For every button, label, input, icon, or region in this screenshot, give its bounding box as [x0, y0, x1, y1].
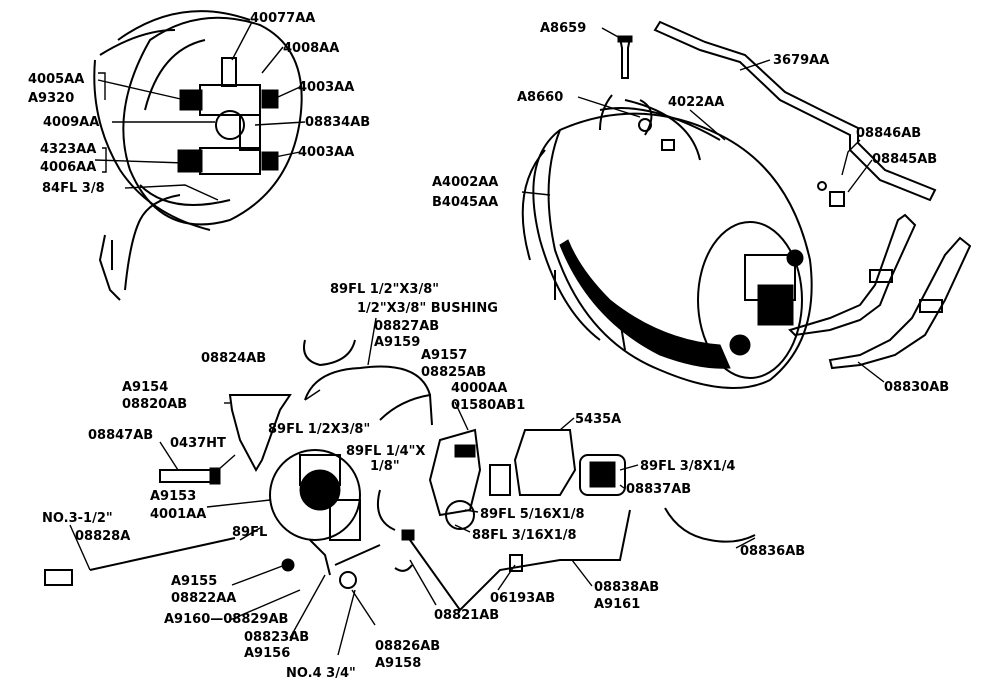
label-08828A: 08828A: [75, 529, 130, 544]
label-A9158: A9158: [375, 656, 421, 671]
label-4000AA: 4000AA: [451, 381, 507, 396]
label-A4002AA: A4002AA: [432, 175, 498, 190]
label-08834AB: 08834AB: [305, 115, 370, 130]
label-08826AB: 08826AB: [375, 639, 440, 654]
label-B4045AA: B4045AA: [432, 195, 498, 210]
label-88FL: 88FL 3/16X1/8: [472, 528, 577, 543]
fuel-system-components: [44, 317, 756, 656]
label-08830AB: 08830AB: [884, 380, 949, 395]
label-4001AA: 4001AA: [150, 507, 206, 522]
label-0437HT: 0437HT: [170, 436, 226, 451]
label-89FL-14x: 89FL 1/4"X: [346, 444, 425, 459]
label-A9320: A9320: [28, 91, 74, 106]
label-A9155: A9155: [171, 574, 217, 589]
label-08820AB: 08820AB: [122, 397, 187, 412]
label-08824AB: 08824AB: [201, 351, 266, 366]
label-A9160-08829AB: A9160—08829AB: [164, 612, 288, 627]
label-4323AA: 4323AA: [40, 142, 96, 157]
label-01580AB1: 01580AB1: [451, 398, 525, 413]
label-08821AB: 08821AB: [434, 608, 499, 623]
tank-end-view: [93, 10, 306, 301]
label-08837AB: 08837AB: [626, 482, 691, 497]
label-3679AA: 3679AA: [773, 53, 829, 68]
main-tank: [521, 20, 972, 389]
label-08822AA: 08822AA: [171, 591, 236, 606]
label-08823AB: 08823AB: [244, 630, 309, 645]
label-89FL-12x38-top: 89FL 1/2"X3/8": [330, 282, 439, 297]
label-84FL: 84FL 3/8: [42, 181, 105, 196]
label-4005AA: 4005AA: [28, 72, 84, 87]
label-4009AA: 4009AA: [43, 115, 99, 130]
label-08847AB: 08847AB: [88, 428, 153, 443]
label-89FL-516x18: 89FL 5/16X1/8: [480, 507, 585, 522]
label-A9159: A9159: [374, 335, 420, 350]
label-08836AB: 08836AB: [740, 544, 805, 559]
label-NO3: NO.3-1/2": [42, 511, 113, 526]
label-A9153: A9153: [150, 489, 196, 504]
label-4022AA: 4022AA: [668, 95, 724, 110]
label-5435A: 5435A: [575, 412, 621, 427]
part-labels: 40077AA 4008AA 4005AA A9320 4003AA 4009A…: [28, 11, 949, 681]
label-06193AB: 06193AB: [490, 591, 555, 606]
label-A9156: A9156: [244, 646, 290, 661]
label-A9161: A9161: [594, 597, 640, 612]
label-08846AB: 08846AB: [856, 126, 921, 141]
label-A8659: A8659: [540, 21, 586, 36]
label-A9154: A9154: [122, 380, 168, 395]
label-bushing: 1/2"X3/8" BUSHING: [357, 301, 498, 316]
label-08838AB: 08838AB: [594, 580, 659, 595]
label-A9157: A9157: [421, 348, 467, 363]
label-A8660: A8660: [517, 90, 563, 105]
label-4006AA: 4006AA: [40, 160, 96, 175]
label-NO4: NO.4 3/4": [286, 666, 356, 681]
label-08827AB: 08827AB: [374, 319, 439, 334]
label-89FL: 89FL: [232, 525, 267, 540]
label-89FL-38x14: 89FL 3/8X1/4: [640, 459, 735, 474]
label-1-8: 1/8": [370, 459, 400, 474]
label-08845AB: 08845AB: [872, 152, 937, 167]
label-08825AB: 08825AB: [421, 365, 486, 380]
label-4003AA-top: 4003AA: [298, 80, 354, 95]
label-89FL-12x38-mid: 89FL 1/2X3/8": [268, 422, 370, 437]
label-4003AA-bot: 4003AA: [298, 145, 354, 160]
label-4008AA: 4008AA: [283, 41, 339, 56]
label-40077AA: 40077AA: [250, 11, 315, 26]
